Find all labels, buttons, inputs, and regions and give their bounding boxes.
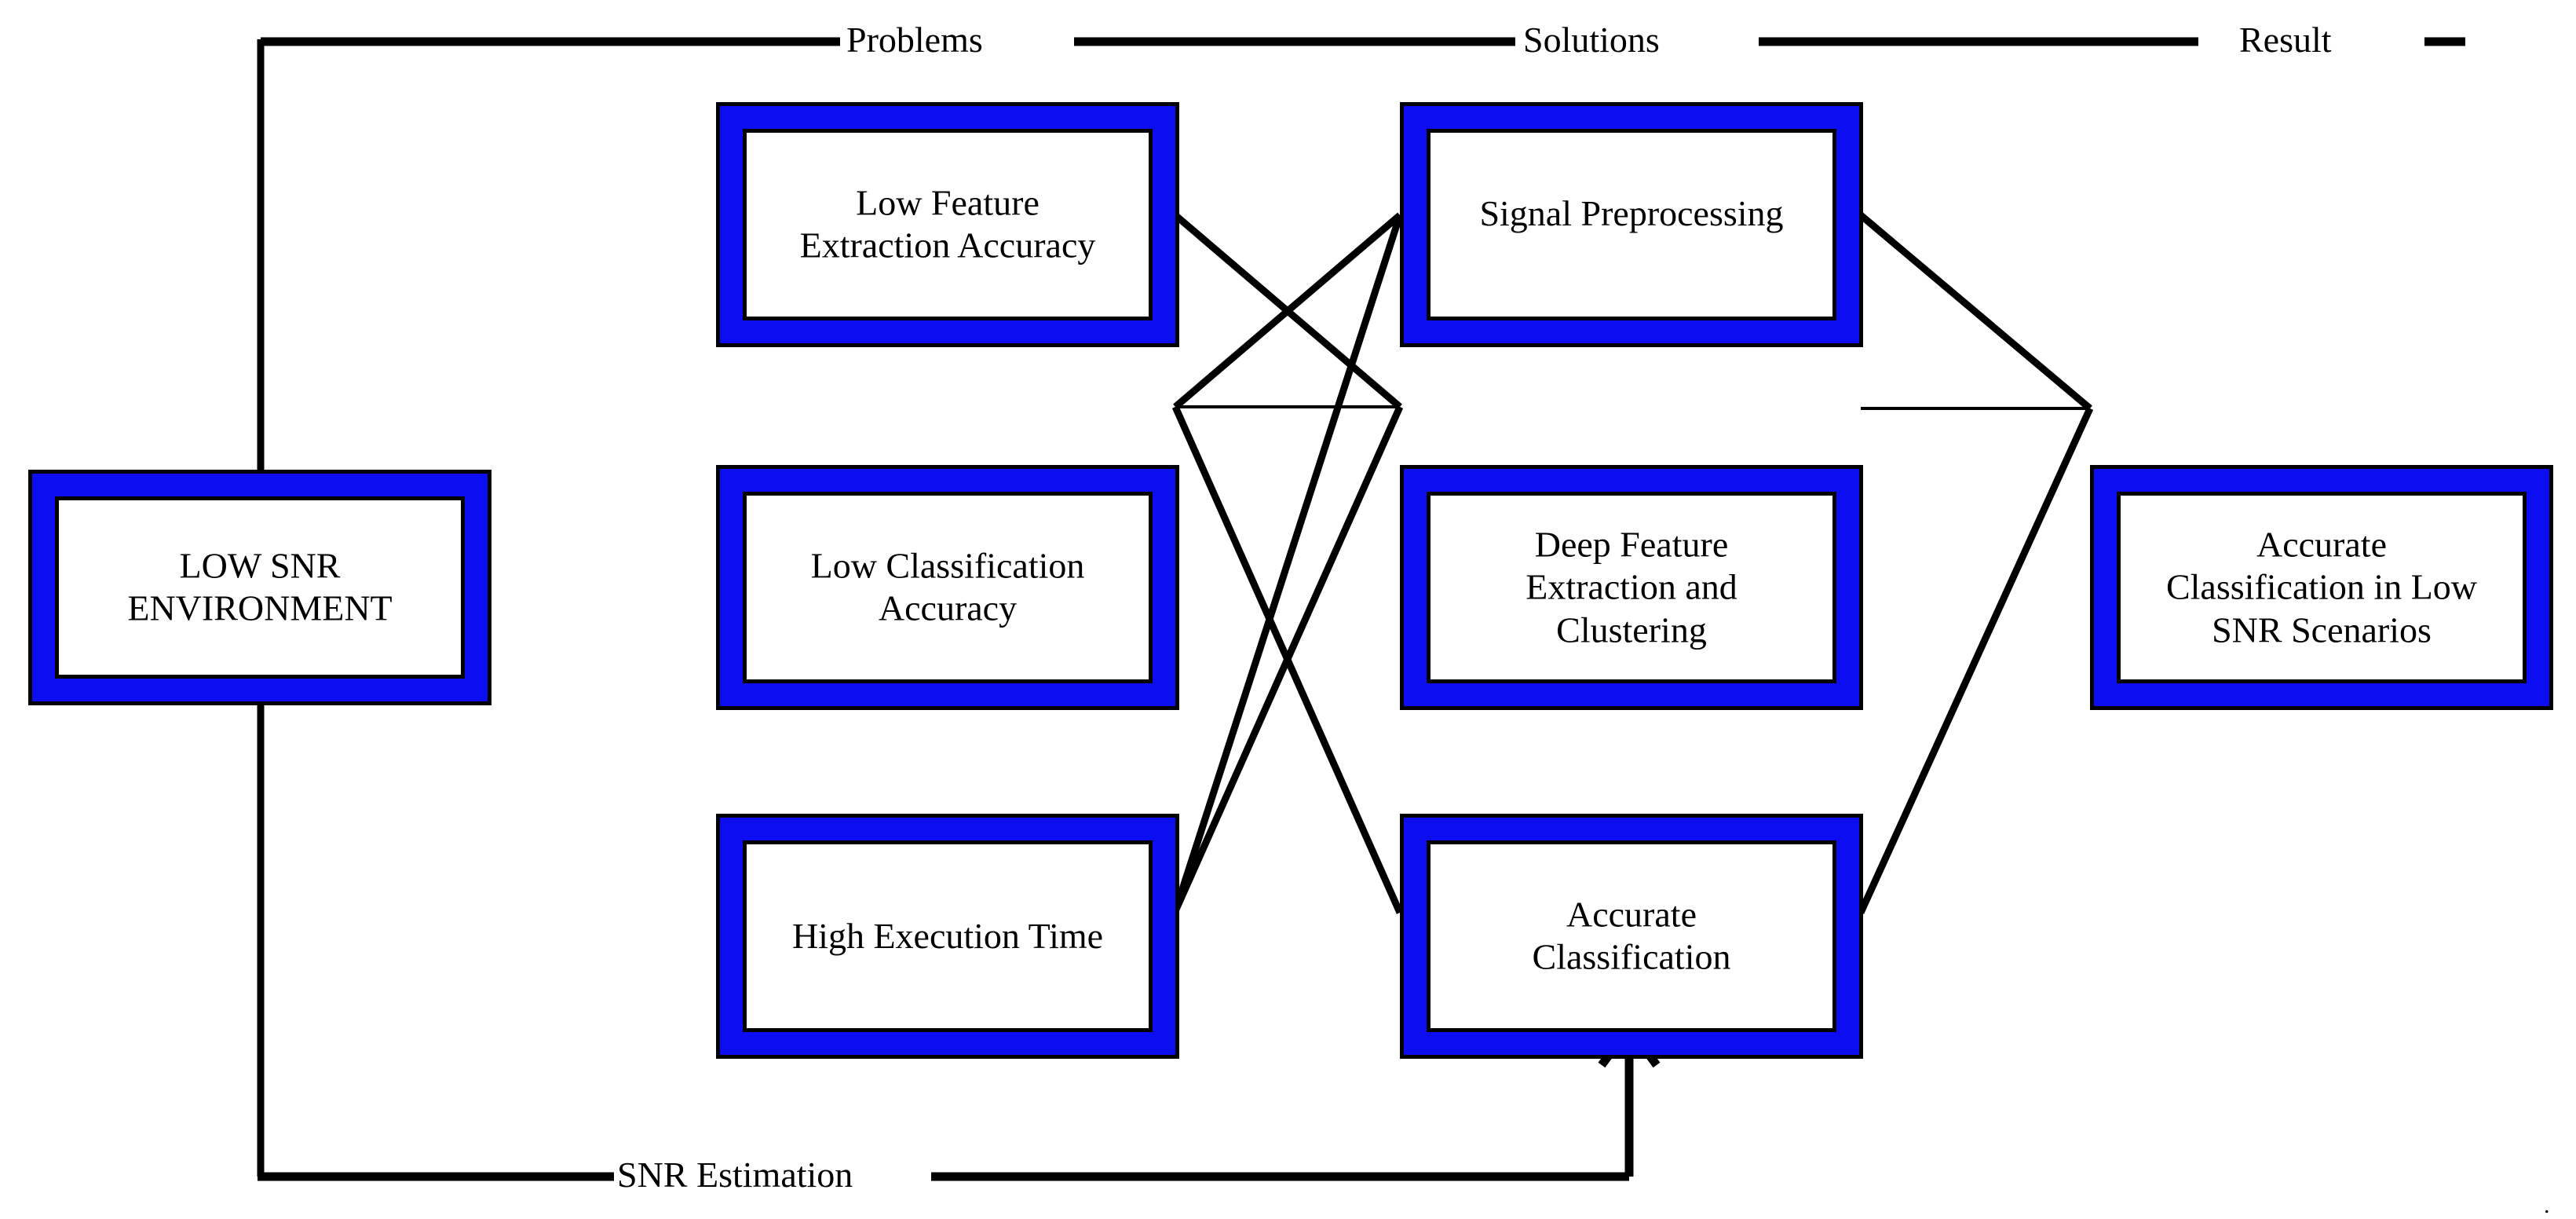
edge-s3-to-result	[1857, 407, 2094, 914]
edge-label-snr-estimation: SNR Estimation	[614, 1157, 857, 1193]
node-deep-feature-extraction-and-clustering-line-2: Extraction and	[1526, 566, 1737, 607]
node-accurate-classification-line-1: Accurate	[1566, 894, 1697, 935]
node-low-snr-environment-inner: LOW SNR ENVIRONMENT	[55, 496, 465, 679]
node-accurate-classification-label: Accurate Classification	[1412, 894, 1851, 979]
node-low-feature-extraction-accuracy[interactable]: Low Feature Extraction Accuracy	[716, 102, 1179, 347]
node-high-execution-time[interactable]: High Execution Time	[716, 814, 1179, 1059]
node-signal-preprocessing[interactable]: Signal Preprocessing	[1400, 102, 1863, 347]
node-low-snr-environment-line-1: LOW SNR	[179, 545, 341, 586]
node-result-line-1: Accurate	[2256, 524, 2387, 565]
node-deep-feature-extraction-and-clustering[interactable]: Deep Feature Extraction and Clustering	[1400, 465, 1863, 710]
node-low-classification-accuracy-line-1: Low Classification	[810, 545, 1085, 586]
header-label-result: Result	[2239, 20, 2332, 60]
node-high-execution-time-line-1: High Execution Time	[791, 915, 1104, 956]
node-high-execution-time-label: High Execution Time	[696, 915, 1199, 957]
node-low-feature-extraction-accuracy-label: Low Feature Extraction Accuracy	[712, 182, 1183, 268]
node-accurate-classification[interactable]: Accurate Classification	[1400, 814, 1863, 1059]
node-high-execution-time-inner: High Execution Time	[743, 840, 1153, 1032]
node-low-classification-accuracy-inner: Low Classification Accuracy	[743, 492, 1153, 683]
node-result-line-3: SNR Scenarios	[2212, 610, 2432, 650]
node-deep-feature-extraction-and-clustering-inner: Deep Feature Extraction and Clustering	[1427, 492, 1836, 683]
node-signal-preprocessing-label: Signal Preprocessing	[1380, 192, 1883, 235]
node-signal-preprocessing-line-1: Signal Preprocessing	[1479, 192, 1784, 233]
node-signal-preprocessing-inner: Signal Preprocessing	[1427, 129, 1836, 320]
node-accurate-classification-in-low-snr-scenarios-inner: Accurate Classification in Low SNR Scena…	[2117, 492, 2527, 683]
node-accurate-classification-in-low-snr-scenarios[interactable]: Accurate Classification in Low SNR Scena…	[2090, 465, 2553, 710]
node-low-snr-environment-line-2: ENVIRONMENT	[127, 588, 393, 628]
node-low-snr-environment-label: LOW SNR ENVIRONMENT	[127, 545, 392, 631]
node-low-feature-extraction-accuracy-line-1: Low Feature	[856, 182, 1040, 223]
edge-p3-to-s2	[1171, 405, 1404, 913]
edge-p3-to-s1	[1171, 214, 1404, 913]
corner-period-mark: .	[2544, 1192, 2550, 1218]
node-result-line-2: Classification in Low	[2165, 566, 2478, 607]
node-deep-feature-extraction-and-clustering-line-3: Clustering	[1556, 610, 1707, 650]
node-deep-feature-extraction-and-clustering-line-1: Deep Feature	[1534, 524, 1729, 565]
node-accurate-classification-line-2: Classification	[1532, 937, 1731, 977]
edge-s1-to-result	[1858, 212, 2092, 412]
node-accurate-classification-inner: Accurate Classification	[1427, 840, 1836, 1032]
header-label-solutions: Solutions	[1523, 20, 1660, 60]
node-low-classification-accuracy-line-2: Accuracy	[878, 588, 1018, 628]
node-low-feature-extraction-accuracy-inner: Low Feature Extraction Accuracy	[743, 129, 1153, 320]
node-accurate-classification-in-low-snr-scenarios-label: Accurate Classification in Low SNR Scena…	[2078, 524, 2565, 652]
edge-p2-to-s1	[1173, 212, 1402, 410]
node-low-feature-extraction-accuracy-line-2: Extraction Accuracy	[799, 225, 1096, 265]
node-low-classification-accuracy[interactable]: Low Classification Accuracy	[716, 465, 1179, 710]
node-low-classification-accuracy-label: Low Classification Accuracy	[712, 545, 1183, 631]
header-label-problems: Problems	[846, 20, 983, 60]
node-deep-feature-extraction-and-clustering-label: Deep Feature Extraction and Clustering	[1412, 524, 1851, 652]
node-low-snr-environment[interactable]: LOW SNR ENVIRONMENT	[28, 470, 491, 705]
